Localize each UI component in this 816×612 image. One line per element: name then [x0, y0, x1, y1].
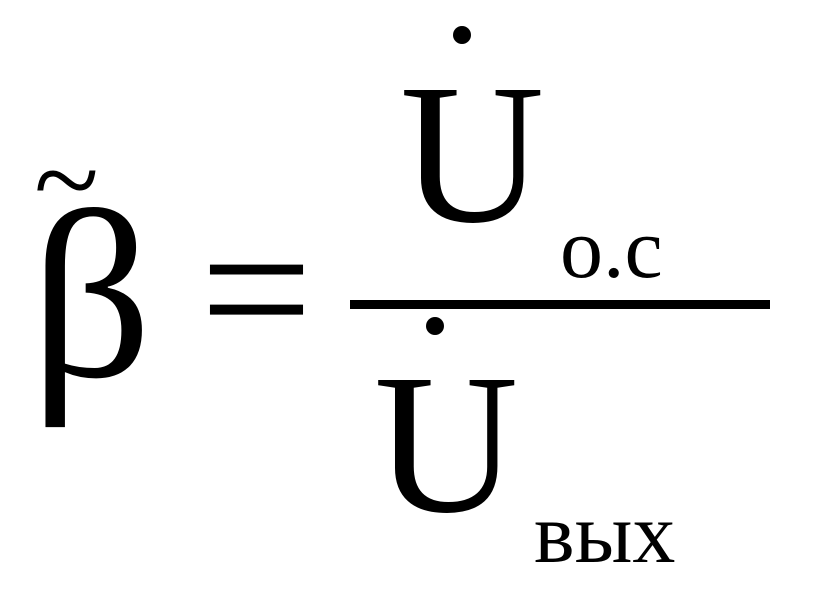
- denominator-subscript: вых: [534, 485, 676, 581]
- equals-sign: =: [200, 179, 313, 400]
- numerator-subscript: о.с: [560, 200, 663, 296]
- numerator-symbol: U: [400, 44, 545, 265]
- denominator-symbol: U: [374, 334, 519, 555]
- tilde-accent: ~: [34, 113, 99, 246]
- beta-symbol: β: [30, 162, 153, 428]
- denominator-dot-accent: [426, 317, 444, 335]
- fraction-bar: [350, 300, 770, 309]
- numerator-dot-accent: [453, 26, 471, 44]
